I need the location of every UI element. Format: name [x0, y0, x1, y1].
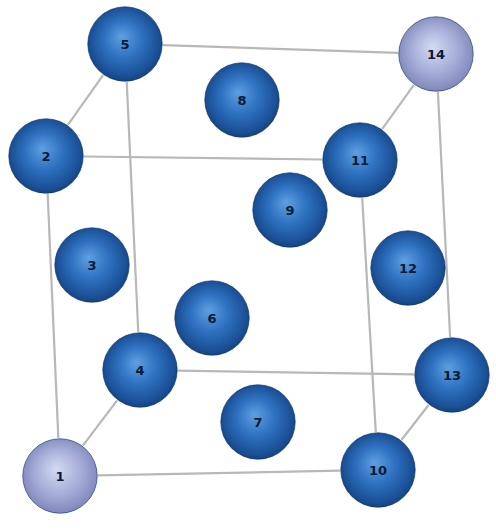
atom-sphere: 11	[322, 122, 398, 198]
atom-number: 10	[369, 463, 387, 478]
atom-number: 7	[253, 415, 262, 430]
atom-sphere: 12	[370, 230, 446, 306]
atom-number: 9	[285, 203, 294, 218]
sphere-body	[253, 173, 327, 247]
sphere-body	[399, 17, 473, 91]
cell-edge	[178, 371, 414, 375]
atom-number: 13	[443, 368, 461, 383]
atom-sphere: 7	[220, 384, 296, 460]
atom-number: 5	[120, 37, 129, 52]
atom-sphere: 14	[398, 16, 474, 92]
sphere-body	[175, 281, 249, 355]
cell-edge	[127, 82, 139, 332]
atom-sphere: 2	[8, 118, 84, 194]
cell-edge	[68, 75, 103, 125]
atom-number: 14	[427, 47, 445, 62]
sphere-body	[341, 433, 415, 507]
cell-edge	[163, 45, 398, 53]
atom-sphere: 6	[174, 280, 250, 356]
atom-number: 4	[135, 363, 144, 378]
cell-edge	[83, 400, 117, 445]
atom-sphere: 13	[414, 337, 490, 413]
cell-edge	[98, 471, 340, 476]
sphere-body	[371, 231, 445, 305]
atom-sphere: 5	[87, 6, 163, 82]
cell-edge	[362, 198, 376, 432]
sphere-body	[55, 228, 129, 302]
atom-number: 6	[207, 311, 216, 326]
atom-sphere: 8	[204, 62, 280, 138]
atom-number: 12	[399, 261, 417, 276]
sphere-body	[323, 123, 397, 197]
atom-number: 8	[237, 93, 246, 108]
atom-sphere: 10	[340, 432, 416, 508]
atom-number: 2	[41, 149, 50, 164]
sphere-body	[415, 338, 489, 412]
cell-edge	[84, 156, 322, 159]
atom-number: 1	[55, 469, 64, 484]
atom-number: 11	[351, 153, 369, 168]
atom-number: 3	[87, 258, 96, 273]
sphere-body	[23, 439, 97, 513]
sphere-body	[88, 7, 162, 81]
sphere-body	[103, 333, 177, 407]
sphere-body	[9, 119, 83, 193]
atom-sphere: 4	[102, 332, 178, 408]
atom-sphere: 9	[252, 172, 328, 248]
cell-edge	[48, 194, 59, 438]
atom-sphere: 3	[54, 227, 130, 303]
cell-edge	[401, 405, 428, 440]
cell-edge	[438, 92, 450, 337]
sphere-body	[221, 385, 295, 459]
sphere-body	[205, 63, 279, 137]
cell-edge	[382, 85, 414, 129]
atom-sphere: 1	[22, 438, 98, 514]
